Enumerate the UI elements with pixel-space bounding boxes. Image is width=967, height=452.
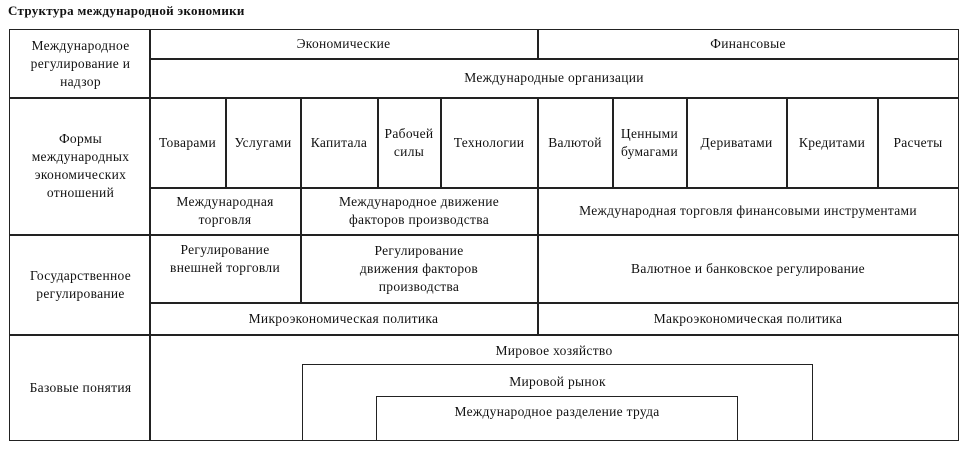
divider [149, 187, 958, 189]
form-item: Товарами [158, 134, 217, 150]
division-box [376, 396, 738, 440]
divider [9, 97, 958, 99]
factors-regulation: Регулирование движения факторов производ… [359, 242, 479, 294]
division-of-labour: Международное разделение труда [454, 404, 660, 419]
row-label-state: Государственное регулирование [29, 267, 132, 301]
form-item: Кредитами [798, 134, 866, 150]
form-item: Расчеты [893, 134, 943, 150]
divider [9, 334, 958, 336]
header-economic: Экономические [296, 36, 391, 51]
divider [225, 97, 227, 187]
divider [9, 234, 958, 236]
form-item: Капитала [310, 134, 368, 150]
micro-policy: Микроэкономическая политика [248, 310, 439, 326]
divider [149, 29, 151, 440]
world-economy: Мировое хозяйство [495, 343, 613, 358]
divider [300, 97, 302, 302]
form-item: Услугами [234, 134, 292, 150]
form-item: Технологии [453, 134, 525, 150]
divider [149, 58, 958, 60]
divider [786, 97, 788, 187]
divider [537, 97, 539, 334]
international-organizations: Международные организации [464, 70, 644, 85]
row-label-basic: Базовые понятия [29, 379, 132, 395]
form-item: Дериватами [700, 134, 773, 150]
group-financial-instruments: Международная торговля финансовыми инстр… [579, 203, 917, 218]
page-title: Структура международной экономики [8, 3, 245, 18]
divider [149, 302, 958, 304]
form-item: Рабочей силы [384, 125, 434, 159]
trade-regulation: Регулирование внешней торговли [170, 242, 280, 275]
divider [440, 97, 442, 187]
form-item: Ценными бумагами [620, 125, 679, 159]
row-label-forms: Формы международных экономических отноше… [31, 131, 130, 200]
macro-policy: Макроэкономическая политика [653, 310, 843, 326]
world-market: Мировой рынок [509, 374, 606, 389]
divider [612, 97, 614, 187]
divider [877, 97, 879, 187]
group-trade: Международная торговля [176, 194, 274, 227]
currency-regulation: Валютное и банковское регулирование [631, 260, 865, 276]
header-financial: Финансовые [710, 36, 786, 51]
divider [686, 97, 688, 187]
divider [537, 29, 539, 58]
row-label-regulation: Международное регулирование и надзор [30, 37, 131, 89]
divider [377, 97, 379, 187]
form-item: Валютой [548, 134, 602, 150]
world-market-box [302, 364, 813, 440]
group-factors: Международное движение факторов производ… [338, 194, 500, 227]
